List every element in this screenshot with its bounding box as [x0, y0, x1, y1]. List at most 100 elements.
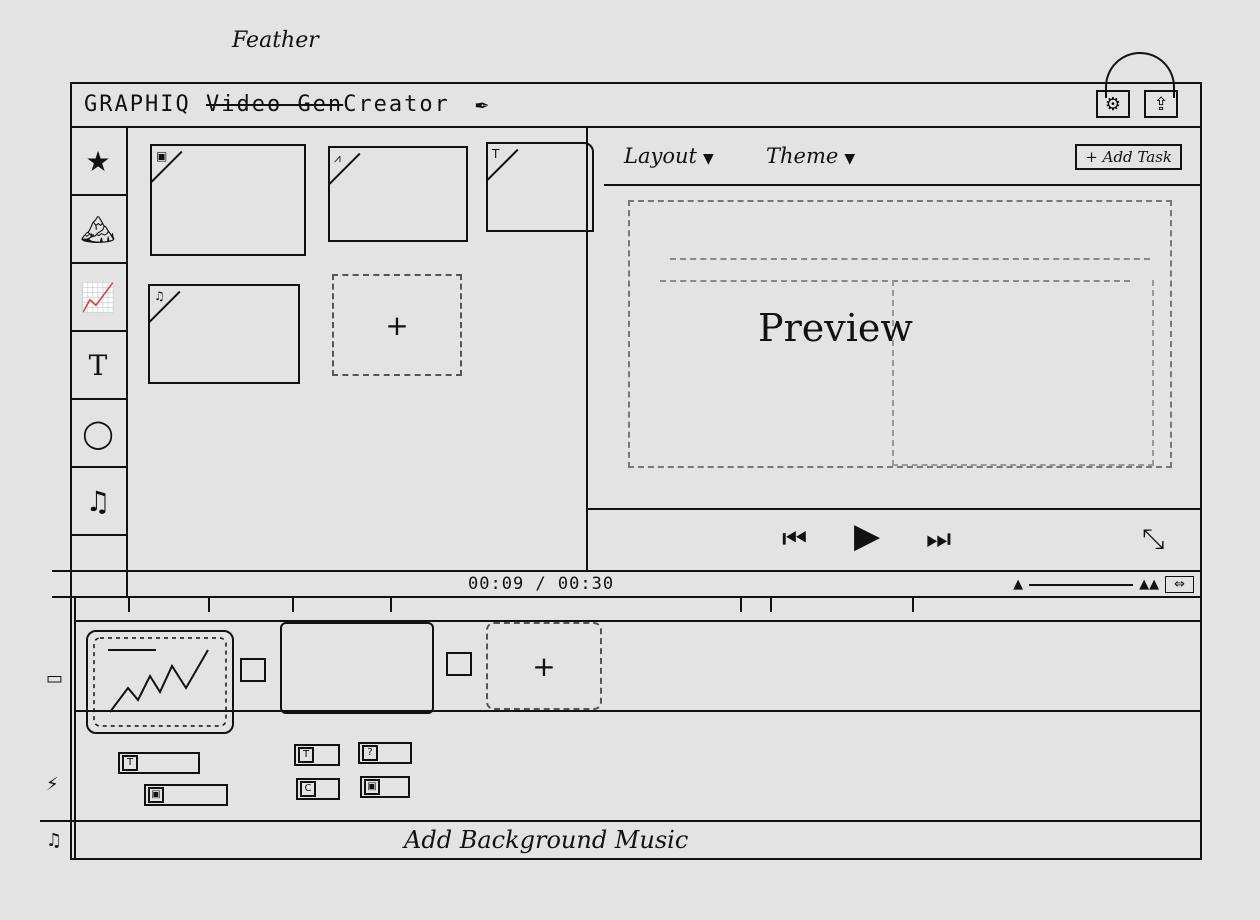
zoom-slider[interactable]	[1029, 583, 1134, 586]
gear-icon: ⚙	[1104, 93, 1122, 114]
sidebar-item-favorites[interactable]: ★	[70, 128, 126, 196]
chart-thumbnail-icon	[93, 637, 227, 727]
panel-divider	[586, 128, 588, 570]
sidebar-item-music[interactable]: ♫	[70, 468, 126, 536]
music-track-icon: ♫	[46, 830, 63, 851]
title-suffix: Creator	[343, 92, 450, 117]
playback-controls: ⏮ ▶ ⏭ ⤡	[586, 508, 1202, 570]
ruler-tick	[390, 598, 392, 612]
app-window	[70, 82, 1202, 860]
next-icon[interactable]: ⏭	[926, 522, 952, 555]
overlay-item-caption[interactable]: C	[296, 778, 340, 800]
timeline-zoom: ▲ ▲▲ ⇔	[1013, 576, 1194, 593]
ruler-tick	[292, 598, 294, 612]
title-bar: GRAPHIQ Video GenCreator ✒ ⚙ ⇪	[70, 82, 1202, 128]
text-icon: T	[88, 348, 108, 382]
add-asset-button[interactable]: +	[332, 274, 462, 376]
time-separator: /	[524, 574, 558, 594]
add-clip-button[interactable]: +	[486, 622, 602, 710]
chart-icon: 📈	[80, 280, 116, 314]
sidebar-item-charts[interactable]: 📈	[70, 264, 126, 332]
preview-label: Preview	[758, 306, 913, 350]
image-icon: ▣	[156, 149, 168, 163]
overlay-item-image[interactable]: ▣	[360, 776, 410, 798]
app-title: GRAPHIQ Video GenCreator ✒	[84, 92, 490, 117]
current-time: 00:09	[468, 574, 525, 594]
title-prefix: GRAPHIQ	[84, 92, 191, 117]
plus-icon: +	[532, 649, 556, 683]
music-icon: ♫	[154, 289, 165, 303]
ruler-tick	[208, 598, 210, 612]
layout-label: Layout	[624, 144, 697, 168]
video-track: +	[76, 620, 1202, 734]
preview-canvas: Preview	[628, 200, 1172, 468]
preview-toolbar: Layout ▼ Theme ▼ + Add Task	[604, 128, 1202, 186]
music-icon: ♫	[85, 484, 111, 518]
video-track-icon: ▭	[46, 668, 64, 689]
track-header-column: ▭ ⚡ ♫	[40, 598, 76, 860]
zoom-out-icon[interactable]: ▲	[1013, 577, 1024, 592]
image-icon: 🏔	[80, 212, 116, 246]
clip-blank-slide[interactable]	[280, 622, 434, 714]
transition-button[interactable]	[240, 658, 266, 682]
feather-icon: ✒	[475, 92, 491, 117]
ruler-tick	[740, 598, 742, 612]
fullscreen-icon[interactable]: ⤡	[1142, 522, 1165, 555]
add-background-music-button[interactable]: Add Background Music	[404, 826, 689, 854]
theme-label: Theme	[766, 144, 839, 168]
shape-icon: ◯	[82, 416, 114, 450]
image-icon: ▣	[364, 779, 380, 795]
feather-annotation: Feather	[232, 28, 319, 53]
clip-chart-slide[interactable]	[86, 630, 234, 734]
timeline-ruler[interactable]	[52, 598, 1202, 620]
text-icon: T	[298, 747, 314, 763]
text-icon: T	[492, 147, 500, 161]
overlay-item-question[interactable]: ?	[358, 742, 412, 764]
sidebar-item-text[interactable]: T	[70, 332, 126, 400]
ruler-tick	[912, 598, 914, 612]
timeline-header: 00:09 / 00:30 ▲ ▲▲ ⇔	[52, 570, 1202, 598]
layout-dropdown[interactable]: Layout ▼	[624, 144, 714, 168]
settings-button[interactable]: ⚙	[1096, 90, 1130, 118]
transition-button[interactable]	[446, 652, 472, 676]
chart-icon: ⩘	[334, 151, 341, 165]
asset-tile-image[interactable]: ▣	[150, 144, 306, 256]
asset-tile-chart[interactable]: ⩘	[328, 146, 468, 242]
text-icon: T	[122, 755, 138, 771]
placeholder-region	[892, 280, 1154, 466]
image-icon: ▣	[148, 787, 164, 803]
add-task-button[interactable]: + Add Task	[1075, 144, 1182, 170]
placeholder-line	[670, 258, 1150, 260]
overlay-item-text[interactable]: T	[118, 752, 200, 774]
previous-icon[interactable]: ⏮	[782, 522, 808, 555]
caption-icon: C	[300, 781, 316, 797]
placeholder-line	[660, 280, 1130, 282]
plus-icon: +	[385, 308, 409, 342]
question-icon: ?	[362, 745, 378, 761]
asset-tile-text[interactable]: T	[486, 142, 594, 232]
overlay-item-text[interactable]: T	[294, 744, 340, 766]
ruler-tick	[128, 598, 130, 612]
caret-down-icon: ▼	[702, 151, 714, 167]
export-icon: ⇪	[1153, 93, 1169, 114]
timecode: 00:09 / 00:30	[468, 574, 614, 594]
title-struck: Video Gen	[205, 92, 344, 117]
sidebar-item-images[interactable]: 🏔	[70, 196, 126, 264]
corner-divider	[486, 148, 519, 182]
ruler-tick	[770, 598, 772, 612]
asset-tile-audio[interactable]: ♫	[148, 284, 300, 384]
corner-divider	[328, 152, 361, 186]
overlay-item-image[interactable]: ▣	[144, 784, 228, 806]
zoom-in-icon[interactable]: ▲▲	[1139, 577, 1160, 592]
music-track: Add Background Music	[40, 822, 1202, 860]
star-icon: ★	[85, 144, 111, 178]
zoom-fit-icon[interactable]: ⇔	[1165, 576, 1194, 593]
caret-down-icon: ▼	[844, 151, 856, 167]
sidebar: ★ 🏔 📈 T ◯ ♫	[70, 128, 128, 598]
overlay-track-icon: ⚡	[46, 774, 59, 795]
export-button[interactable]: ⇪	[1144, 90, 1178, 118]
theme-dropdown[interactable]: Theme ▼	[766, 144, 855, 168]
overlay-track: T ▣ T ? C ▣	[40, 712, 1202, 822]
sidebar-item-shapes[interactable]: ◯	[70, 400, 126, 468]
play-icon[interactable]: ▶	[854, 516, 881, 556]
